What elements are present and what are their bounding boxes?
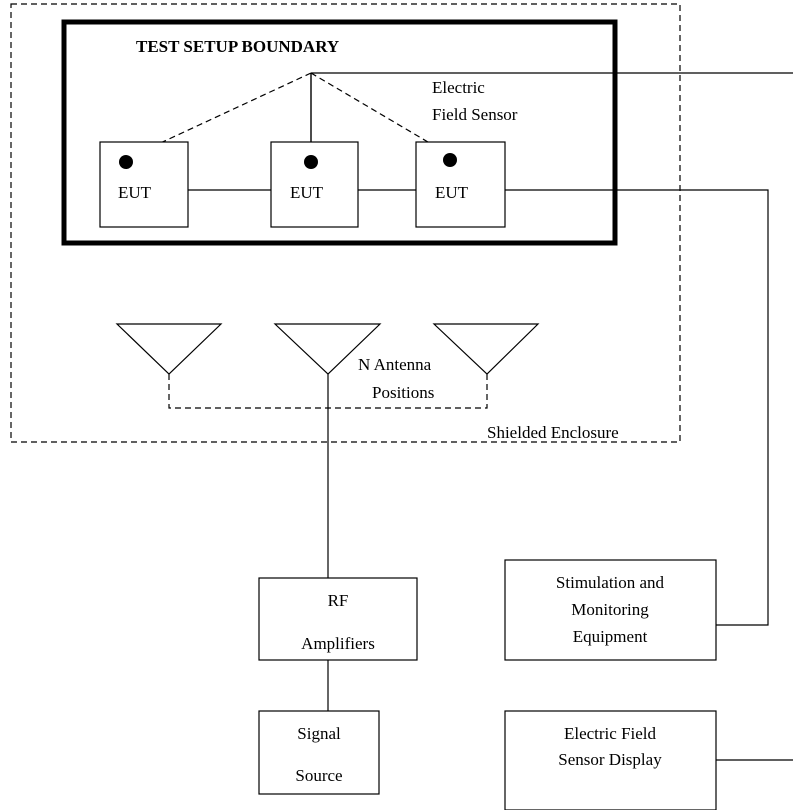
eut-label-3: EUT [435,183,469,202]
signal-source-label-line1: Signal [297,724,341,743]
eut-label-2: EUT [290,183,324,202]
eut-sensor-dot-3 [443,153,457,167]
rf-amplifiers-box [258,577,418,661]
eut-box-1 [99,141,189,228]
antenna-label-line2: Positions [372,383,434,402]
eut-box-3 [415,141,506,228]
boundary-title: TEST SETUP BOUNDARY [136,37,339,56]
signal-source-label-line2: Source [295,766,342,785]
antenna-icon-1 [115,323,223,375]
stimulation-label-line3: Equipment [573,627,648,646]
sensor-label-line2: Field Sensor [432,105,518,124]
efs-display-label-line1: Electric Field [564,724,657,743]
enclosure-label: Shielded Enclosure [487,423,619,442]
rf-amplifiers-label-line1: RF [328,591,349,610]
stimulation-label-line1: Stimulation and [556,573,665,592]
antenna-label-line1: N Antenna [358,355,432,374]
efs-display-label-line2: Sensor Display [558,750,662,769]
efs-display-box [504,710,717,810]
test-setup-boundary [61,19,618,246]
rf-amplifiers-label-line2: Amplifiers [301,634,375,653]
antenna-icon-2 [273,323,382,375]
eut-to-stim-cable [505,189,769,626]
shielded-enclosure [10,3,681,443]
antenna-icon-3 [432,323,540,375]
sensor-dashed-right [310,72,451,156]
eut-sensor-dot-1 [119,155,133,169]
sensor-label-line1: Electric [432,78,485,97]
signal-source-box [258,710,380,795]
stimulation-label-line2: Monitoring [571,600,649,619]
eut-label-1: EUT [118,183,152,202]
eut-sensor-dot-2 [304,155,318,169]
stimulation-monitoring-box [504,559,717,661]
